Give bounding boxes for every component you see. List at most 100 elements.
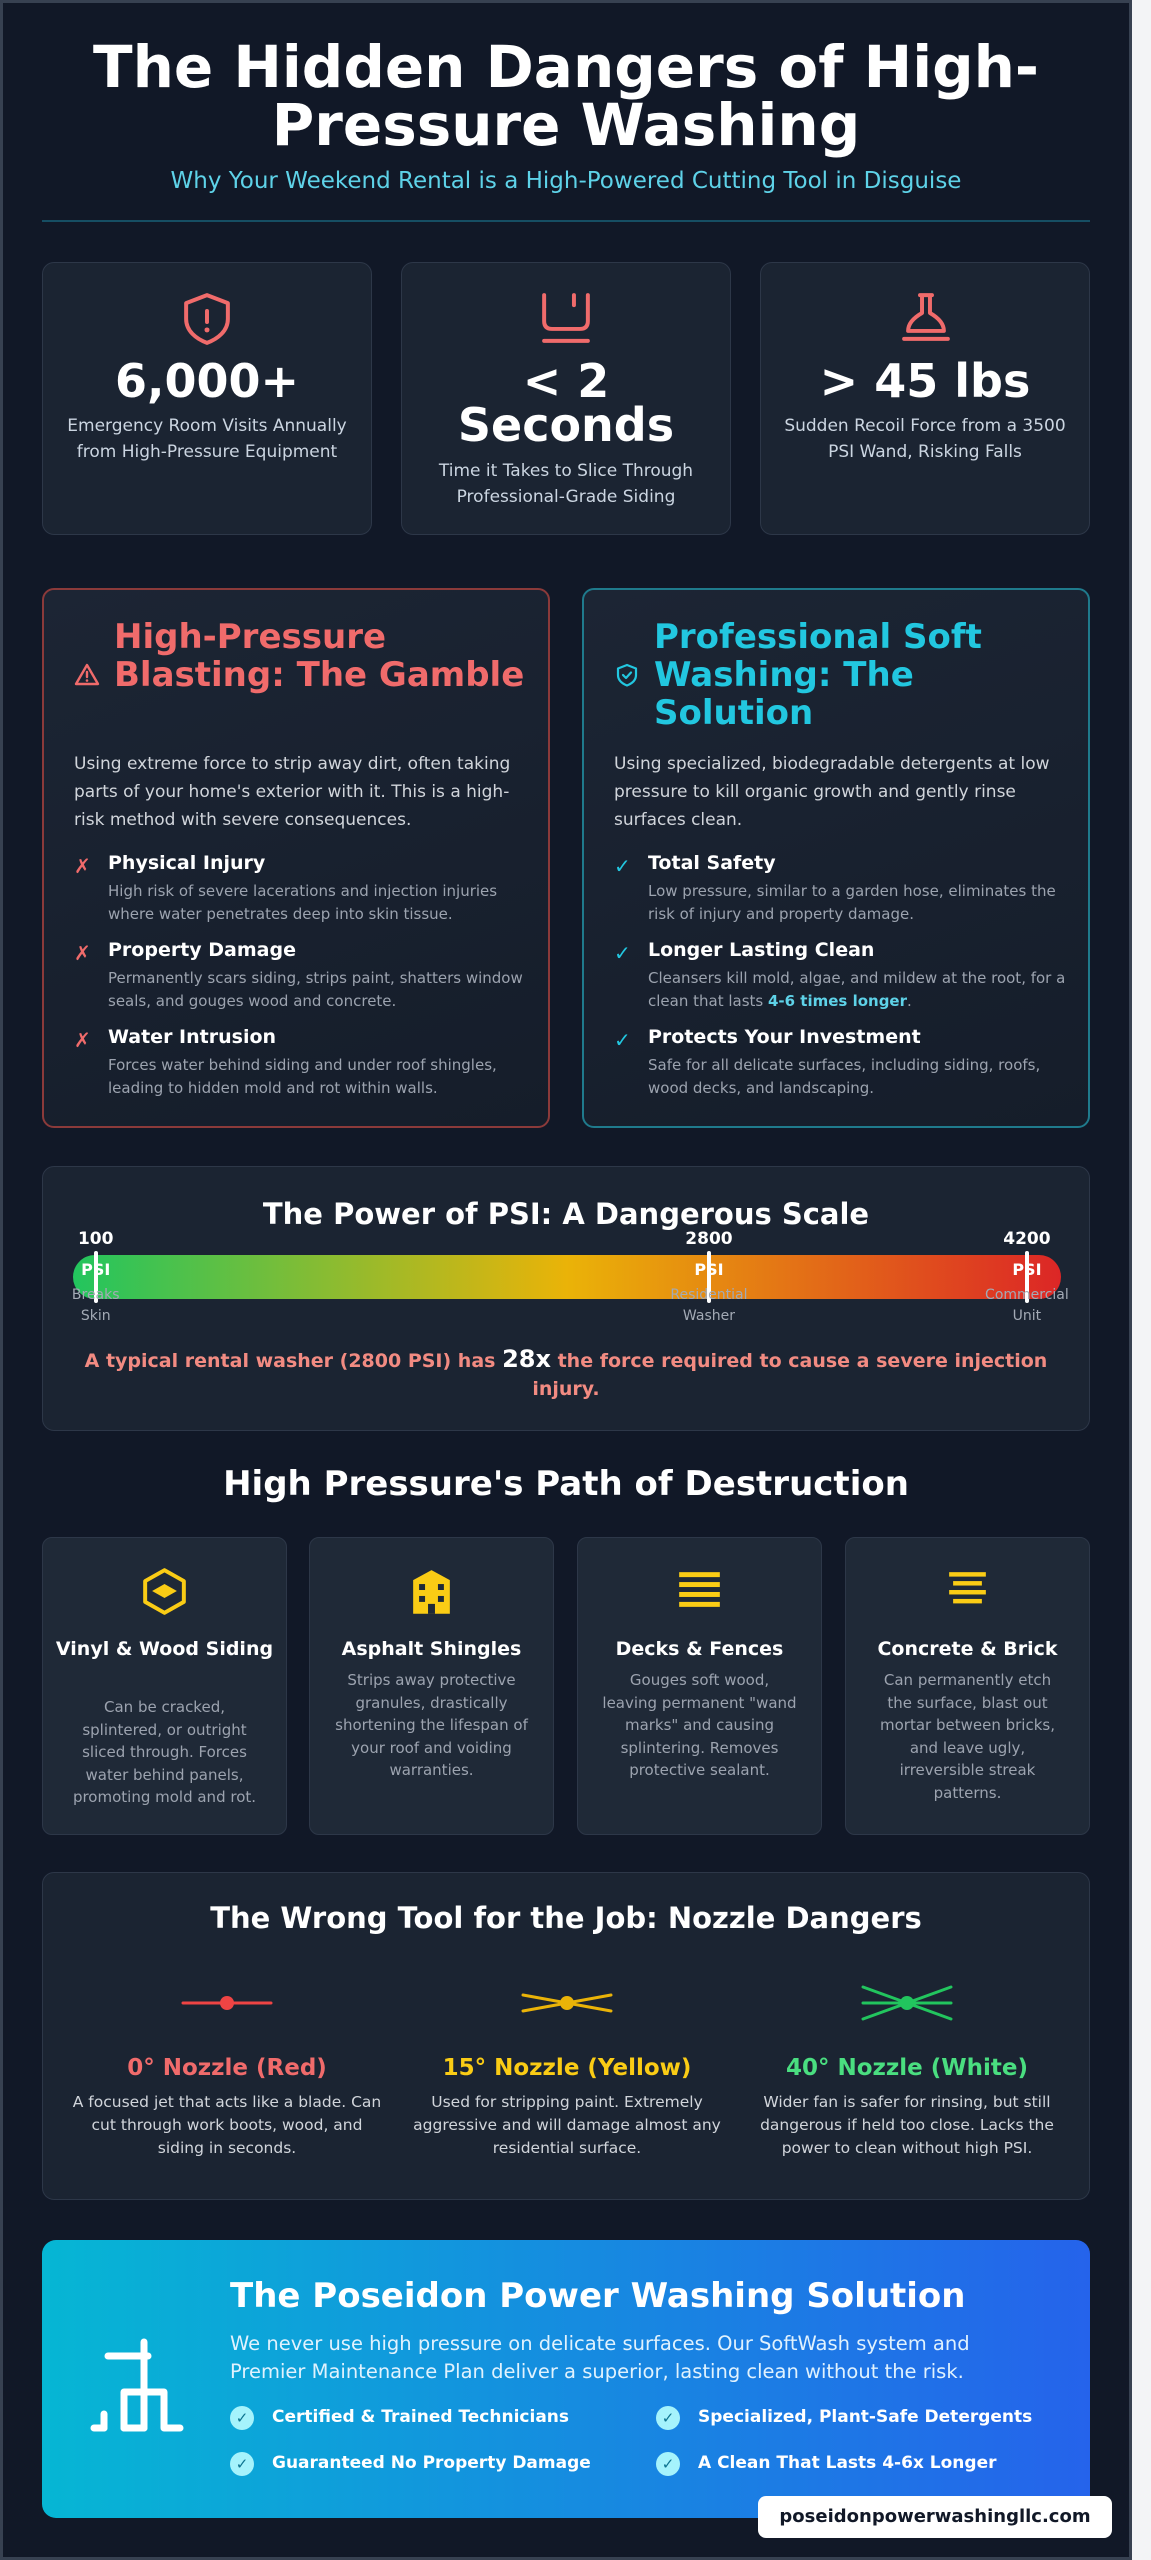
psi-label: Breaks [71,1287,120,1303]
siding-box-icon [43,1566,286,1616]
feature-label: A Clean That Lasts 4-6x Longer [698,2453,997,2473]
risk-title: Property Damage [108,939,296,961]
psi-marker-tick [1024,1251,1029,1303]
check-mark-icon: ✓ [614,941,631,965]
psi-value: 100 [77,1229,114,1249]
damage-title: Concrete & Brick [877,1638,1058,1660]
benefit-description: Safe for all delicate surfaces, includin… [648,1056,1041,1097]
soft-wash-panel: Professional Soft Washing: The Solution … [582,588,1090,1128]
psi-value: 4200 [1003,1229,1051,1249]
stat-card-slice-time: < 2 Seconds Time it Takes to Slice Throu… [401,262,731,535]
feature-label: Guaranteed No Property Damage [272,2453,591,2473]
psi-label: Commercial [985,1287,1069,1303]
damage-description: Can be cracked, splintered, or outright … [72,1698,257,1806]
check-circle-icon: ✓ [656,2406,680,2430]
poseidon-logo-icon [90,2338,184,2432]
damage-card-concrete: Concrete & Brick Can permanently etch th… [845,1537,1090,1835]
damage-card-siding: Vinyl & Wood Siding Can be cracked, spli… [42,1537,287,1835]
benefit-title: Longer Lasting Clean [648,939,875,961]
panel-intro: Using specialized, biodegradable deterge… [614,754,1050,830]
nozzle-label: 40° Nozzle (White) [785,2055,1029,2081]
panel-title: High-Pressure Blasting: The Gamble [114,617,525,695]
psi-title: The Power of PSI: A Dangerous Scale [262,1197,870,1231]
benefit-description: Low pressure, similar to a garden hose, … [648,882,1056,923]
damage-description: Gouges soft wood, leaving permanent "wan… [602,1671,797,1779]
check-circle-icon: ✓ [656,2452,680,2476]
warning-icon [74,663,100,686]
x-mark-icon: ✗ [74,941,91,965]
risk-title: Physical Injury [108,852,266,874]
nozzle-description: A focused jet that acts like a blade. Ca… [72,2093,382,2157]
stat-card-er-visits: 6,000+ Emergency Room Visits Annually fr… [42,262,372,535]
check-mark-icon: ✓ [614,1028,631,1052]
psi-label: Residential [670,1287,748,1303]
psi-marker-tick [706,1251,711,1303]
shield-check-icon [616,663,638,687]
check-circle-icon: ✓ [230,2406,254,2430]
nozzle-40: 40° Nozzle (White) Wider fan is safer fo… [747,1973,1067,2160]
destruction-title: High Pressure's Path of Destruction [223,1464,909,1504]
damage-title: Vinyl & Wood Siding [55,1638,274,1660]
nozzle-label: 0° Nozzle (Red) [127,2055,327,2081]
nozzle-40-icon [747,1973,1067,2033]
benefit-title: Total Safety [648,852,776,874]
damage-description: Strips away protective granules, drastic… [335,1671,528,1779]
nozzle-description: Used for stripping paint. Extremely aggr… [413,2093,721,2157]
stat-description: Time it Takes to Slice Through Professio… [438,461,694,507]
stat-description: Sudden Recoil Force from a 3500 PSI Wand… [784,416,1066,462]
check-mark-icon: ✓ [614,854,631,878]
nozzle-description: Wider fan is safer for rinsing, but stil… [760,2093,1054,2157]
check-circle-icon: ✓ [230,2452,254,2476]
benefit-description: Cleansers kill mold, algae, and mildew a… [648,969,1066,1010]
stat-description: Emergency Room Visits Annually from High… [67,416,347,462]
high-pressure-panel: High-Pressure Blasting: The Gamble Using… [42,588,550,1128]
nozzle-15: 15° Nozzle (Yellow) Used for stripping p… [407,1973,727,2160]
psi-unit: PSI [81,1260,111,1279]
cta-text: We never use high pressure on delicate s… [230,2332,970,2383]
x-mark-icon: ✗ [74,854,91,878]
psi-value: 2800 [685,1229,733,1249]
psi-unit: PSI [1012,1260,1042,1279]
page-subtitle: Why Your Weekend Rental is a High-Powere… [170,168,962,194]
force-multiplier: 28x [502,1345,551,1373]
company-cta-banner: The Poseidon Power Washing Solution We n… [42,2240,1090,2518]
risk-title: Water Intrusion [108,1026,277,1048]
feature-label: Certified & Trained Technicians [272,2407,570,2427]
damage-title: Asphalt Shingles [341,1638,522,1660]
panel-intro: Using extreme force to strip away dirt, … [74,754,511,830]
building-icon [310,1566,553,1616]
siding-icon [402,291,730,347]
stat-value: > 45 lbs [819,354,1031,408]
planks-icon [578,1566,821,1616]
bricks-icon [846,1566,1089,1616]
damage-card-decks: Decks & Fences Gouges soft wood, leaving… [577,1537,822,1835]
psi-label: Skin [80,1308,111,1324]
damage-description: Can permanently etch the surface, blast … [880,1671,1055,1802]
psi-label: Unit [1012,1308,1042,1324]
psi-unit: PSI [694,1260,724,1279]
stat-value: < 2 Seconds [457,354,675,452]
nozzle-0-icon [67,1973,387,2033]
nozzle-0: 0° Nozzle (Red) A focused jet that acts … [67,1973,387,2160]
website-link[interactable]: poseidonpowerwashingllc.com [758,2496,1112,2538]
panel-title: Professional Soft Washing: The Solution [654,617,982,733]
benefit-title: Protects Your Investment [648,1026,921,1048]
page-title: The Hidden Dangers of High-Pressure Wash… [93,33,1039,159]
risk-description: High risk of severe lacerations and inje… [108,882,498,923]
x-mark-icon: ✗ [74,1028,91,1052]
recoil-icon [761,291,1089,347]
stat-card-recoil: > 45 lbs Sudden Recoil Force from a 3500… [760,262,1090,535]
highlight-text: 4-6 times longer [767,992,908,1010]
nozzle-label: 15° Nozzle (Yellow) [442,2055,692,2081]
psi-gradient-bar [73,1255,1061,1299]
psi-marker-tick [93,1251,98,1303]
psi-note: A typical rental washer (2800 PSI) has 2… [84,1345,1048,1400]
risk-description: Permanently scars siding, strips paint, … [108,969,523,1010]
risk-description: Forces water behind siding and under roo… [108,1056,497,1097]
header-divider [42,220,1090,222]
shield-icon [43,291,371,347]
